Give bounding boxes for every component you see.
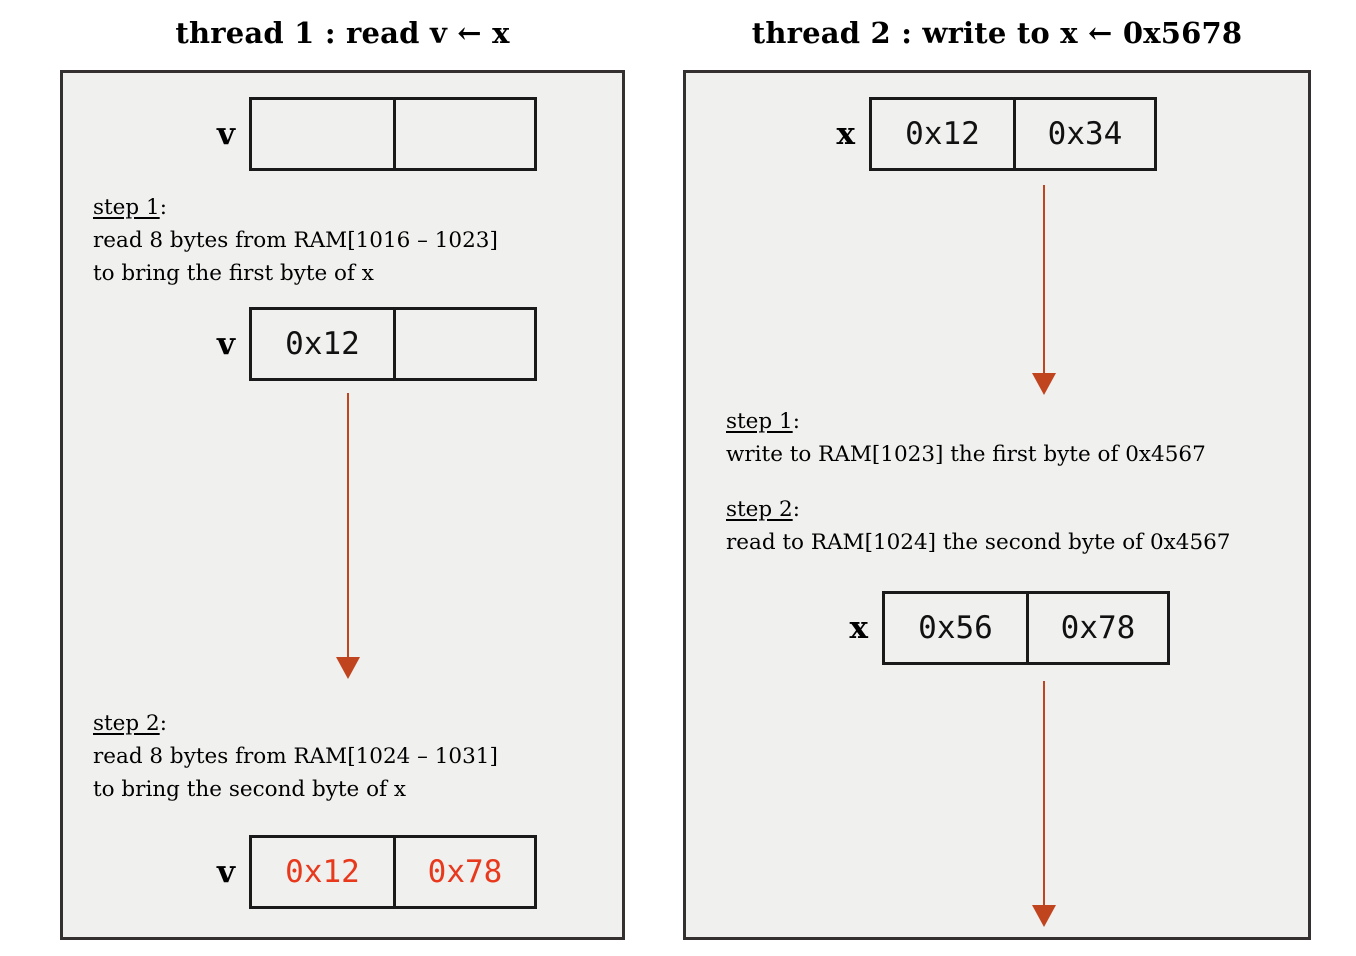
variable-label-v: v	[216, 115, 235, 152]
byte-cell-0	[252, 100, 393, 168]
arrow-head-icon	[336, 657, 360, 679]
variable-label-v: v	[216, 325, 235, 362]
thread-1-box-v-partial: v 0x12	[193, 307, 537, 381]
arrow-shaft	[1043, 681, 1045, 907]
byte-cell-0: 0x56	[918, 610, 993, 646]
byte-box: 0x12 0x34	[869, 97, 1157, 171]
variable-label-v: v	[216, 853, 235, 890]
variable-label-x: x	[849, 609, 868, 646]
arrow-shaft	[347, 393, 349, 659]
thread-1-step-2: step 2: read 8 bytes from RAM[1024 – 103…	[93, 707, 498, 806]
thread-1-box-v-final: v 0x12 0x78	[193, 835, 537, 909]
step-colon: :	[792, 497, 800, 522]
byte-cell-0: 0x12	[285, 326, 360, 362]
arrow-shaft	[1043, 185, 1045, 375]
step-heading: step 2:	[93, 707, 498, 740]
byte-box	[249, 97, 537, 171]
step-word: step 2	[726, 497, 793, 522]
thread-2-box-x-final: x 0x56 0x78	[826, 591, 1170, 665]
byte-cell-1: 0x78	[393, 838, 534, 906]
thread-1-box-v-empty: v	[193, 97, 537, 171]
byte-cell-0: 0x12	[285, 854, 360, 890]
thread-2-flow-arrow-1	[1032, 185, 1056, 397]
thread-2-title: thread 2 : write to x ← 0x5678	[751, 16, 1243, 50]
thread-2-flow-arrow-2	[1032, 681, 1056, 929]
thread-2-step-2: step 2: read to RAM[1024] the second byt…	[726, 493, 1230, 559]
step-colon: :	[159, 195, 167, 220]
step-colon: :	[159, 711, 167, 736]
byte-box: 0x12 0x78	[249, 835, 537, 909]
thread-1-title: thread 1 : read v ← x	[175, 16, 510, 50]
step-word: step 2	[93, 711, 160, 736]
step-line-0: read 8 bytes from RAM[1016 – 1023]	[93, 228, 498, 253]
step-line-0: read 8 bytes from RAM[1024 – 1031]	[93, 744, 498, 769]
thread-1-panel: v step 1: read 8 bytes from RAM[1016 – 1…	[60, 70, 625, 940]
step-line-1: to bring the first byte of x	[93, 261, 374, 286]
thread-1-step-1: step 1: read 8 bytes from RAM[1016 – 102…	[93, 191, 498, 290]
thread-2-box-x-initial: x 0x12 0x34	[813, 97, 1157, 171]
thread-1-flow-arrow	[336, 393, 360, 681]
step-line-0: write to RAM[1023] the first byte of 0x4…	[726, 442, 1206, 467]
step-line-0: read to RAM[1024] the second byte of 0x4…	[726, 530, 1231, 555]
byte-box: 0x56 0x78	[882, 591, 1170, 665]
byte-cell-1	[393, 100, 534, 168]
thread-2-step-1: step 1: write to RAM[1023] the first byt…	[726, 405, 1206, 471]
byte-box: 0x12	[249, 307, 537, 381]
arrow-head-icon	[1032, 905, 1056, 927]
arrow-head-icon	[1032, 373, 1056, 395]
step-line-1: to bring the second byte of x	[93, 777, 406, 802]
byte-cell-1	[393, 310, 534, 378]
step-colon: :	[792, 409, 800, 434]
byte-cell-1: 0x34	[1013, 100, 1154, 168]
byte-cell-1: 0x78	[1026, 594, 1167, 662]
byte-cell-0: 0x12	[905, 116, 980, 152]
step-word: step 1	[93, 195, 160, 220]
step-heading: step 1:	[93, 191, 498, 224]
thread-2-panel: x 0x12 0x34 step 1: write to RAM[1023] t…	[683, 70, 1311, 940]
variable-label-x: x	[836, 115, 855, 152]
step-word: step 1	[726, 409, 793, 434]
step-heading: step 2:	[726, 493, 1230, 526]
step-heading: step 1:	[726, 405, 1206, 438]
